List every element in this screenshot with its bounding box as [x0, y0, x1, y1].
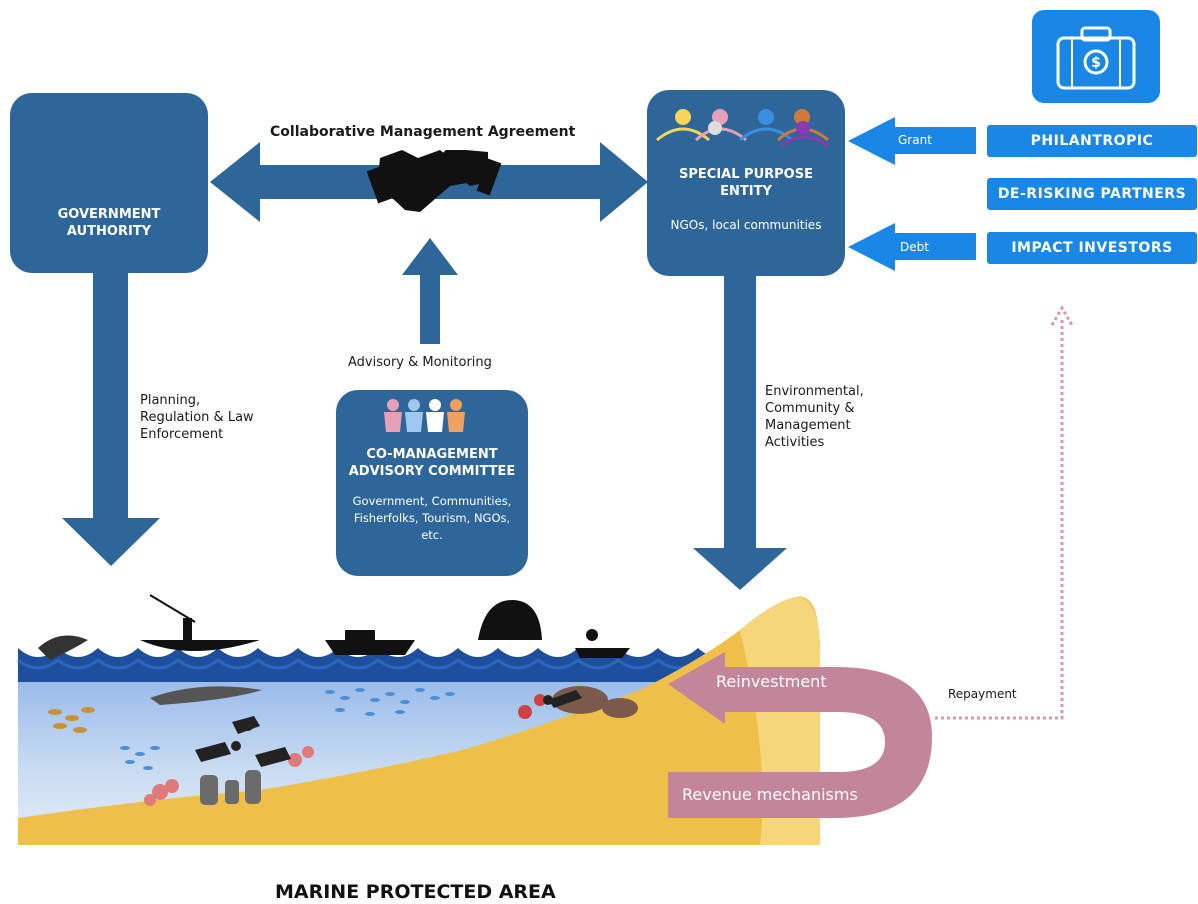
advisory-committee-subtitle: Government, Communities, Fisherfolks, To… [352, 494, 512, 542]
grant-label: Grant [898, 133, 932, 147]
funder-impact-investors: IMPACT INVESTORS [987, 232, 1197, 264]
mpa-title: MARINE PROTECTED AREA [275, 881, 556, 903]
debt-label: Debt [900, 240, 929, 254]
revenue-label: Revenue mechanisms [682, 785, 858, 804]
repayment-arrow [935, 305, 1074, 720]
government-authority-box [10, 93, 208, 273]
money-briefcase-icon: $ [1032, 10, 1160, 103]
repayment-label: Repayment [948, 687, 1017, 701]
advisory-arrow [402, 238, 458, 344]
advisory-committee-title: CO-MANAGEMENT ADVISORY COMMITTEE [348, 447, 516, 479]
planning-label: Planning, Regulation & Law Enforcement [140, 393, 254, 442]
activities-arrow [693, 272, 787, 590]
reinvestment-loop-arrow [668, 652, 932, 818]
planning-arrow [62, 272, 160, 566]
government-authority-title: GOVERNMENT AUTHORITY [57, 207, 161, 239]
handshake-icon [366, 150, 502, 212]
activities-label: Environmental, Community & Management Ac… [765, 384, 864, 450]
debt-arrow [848, 223, 976, 271]
funder-de-risking-partners: DE-RISKING PARTNERS [987, 178, 1197, 210]
agreement-label: Collaborative Management Agreement [270, 124, 576, 140]
funder-philantropic: PHILANTROPIC [987, 125, 1197, 157]
svg-text:$: $ [1091, 55, 1101, 71]
advisory-committee-box [336, 390, 528, 576]
reinvestment-label: Reinvestment [716, 672, 827, 691]
special-purpose-entity-subtitle: NGOs, local communities [670, 218, 822, 232]
advisory-label: Advisory & Monitoring [348, 355, 492, 370]
special-purpose-entity-title: SPECIAL PURPOSE ENTITY [679, 167, 813, 199]
grant-arrow [848, 117, 976, 165]
